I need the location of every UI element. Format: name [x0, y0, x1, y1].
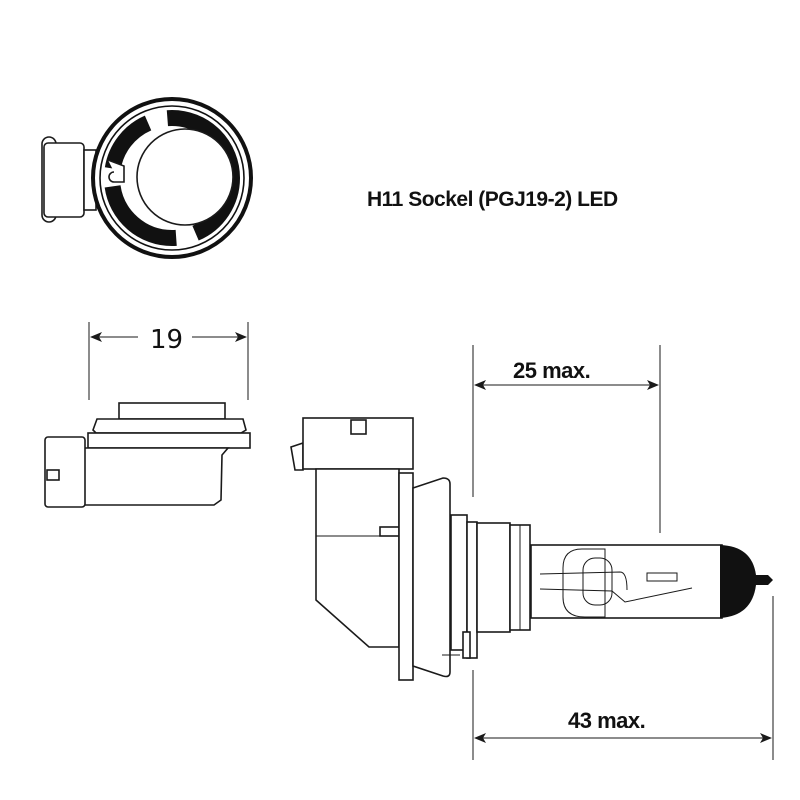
dimension-lines: 25 max. 43 max. [472, 345, 774, 760]
socket-body [83, 447, 230, 506]
black-cap [720, 545, 773, 618]
connector-nib [290, 441, 304, 471]
dimension-43-max: 43 max. [568, 708, 645, 733]
key-notch [107, 159, 125, 183]
socket-top-view [41, 97, 253, 259]
bulb-side-view [290, 417, 773, 681]
inner-bore [136, 128, 234, 226]
connector-housing [43, 142, 85, 218]
base-cylinder [476, 522, 511, 633]
reflector-flange [412, 477, 451, 678]
mount-plate [398, 472, 414, 681]
connector-head [302, 417, 414, 470]
flange [92, 418, 247, 434]
product-title: H11 Sockel (PGJ19-2) LED [367, 188, 618, 211]
connector [44, 436, 86, 508]
connector-body [315, 468, 400, 648]
dimension-19: 19 [150, 325, 183, 355]
dimension-25-max: 25 max. [513, 358, 590, 383]
filament [582, 557, 613, 606]
socket-side-view: 19 [44, 322, 251, 508]
